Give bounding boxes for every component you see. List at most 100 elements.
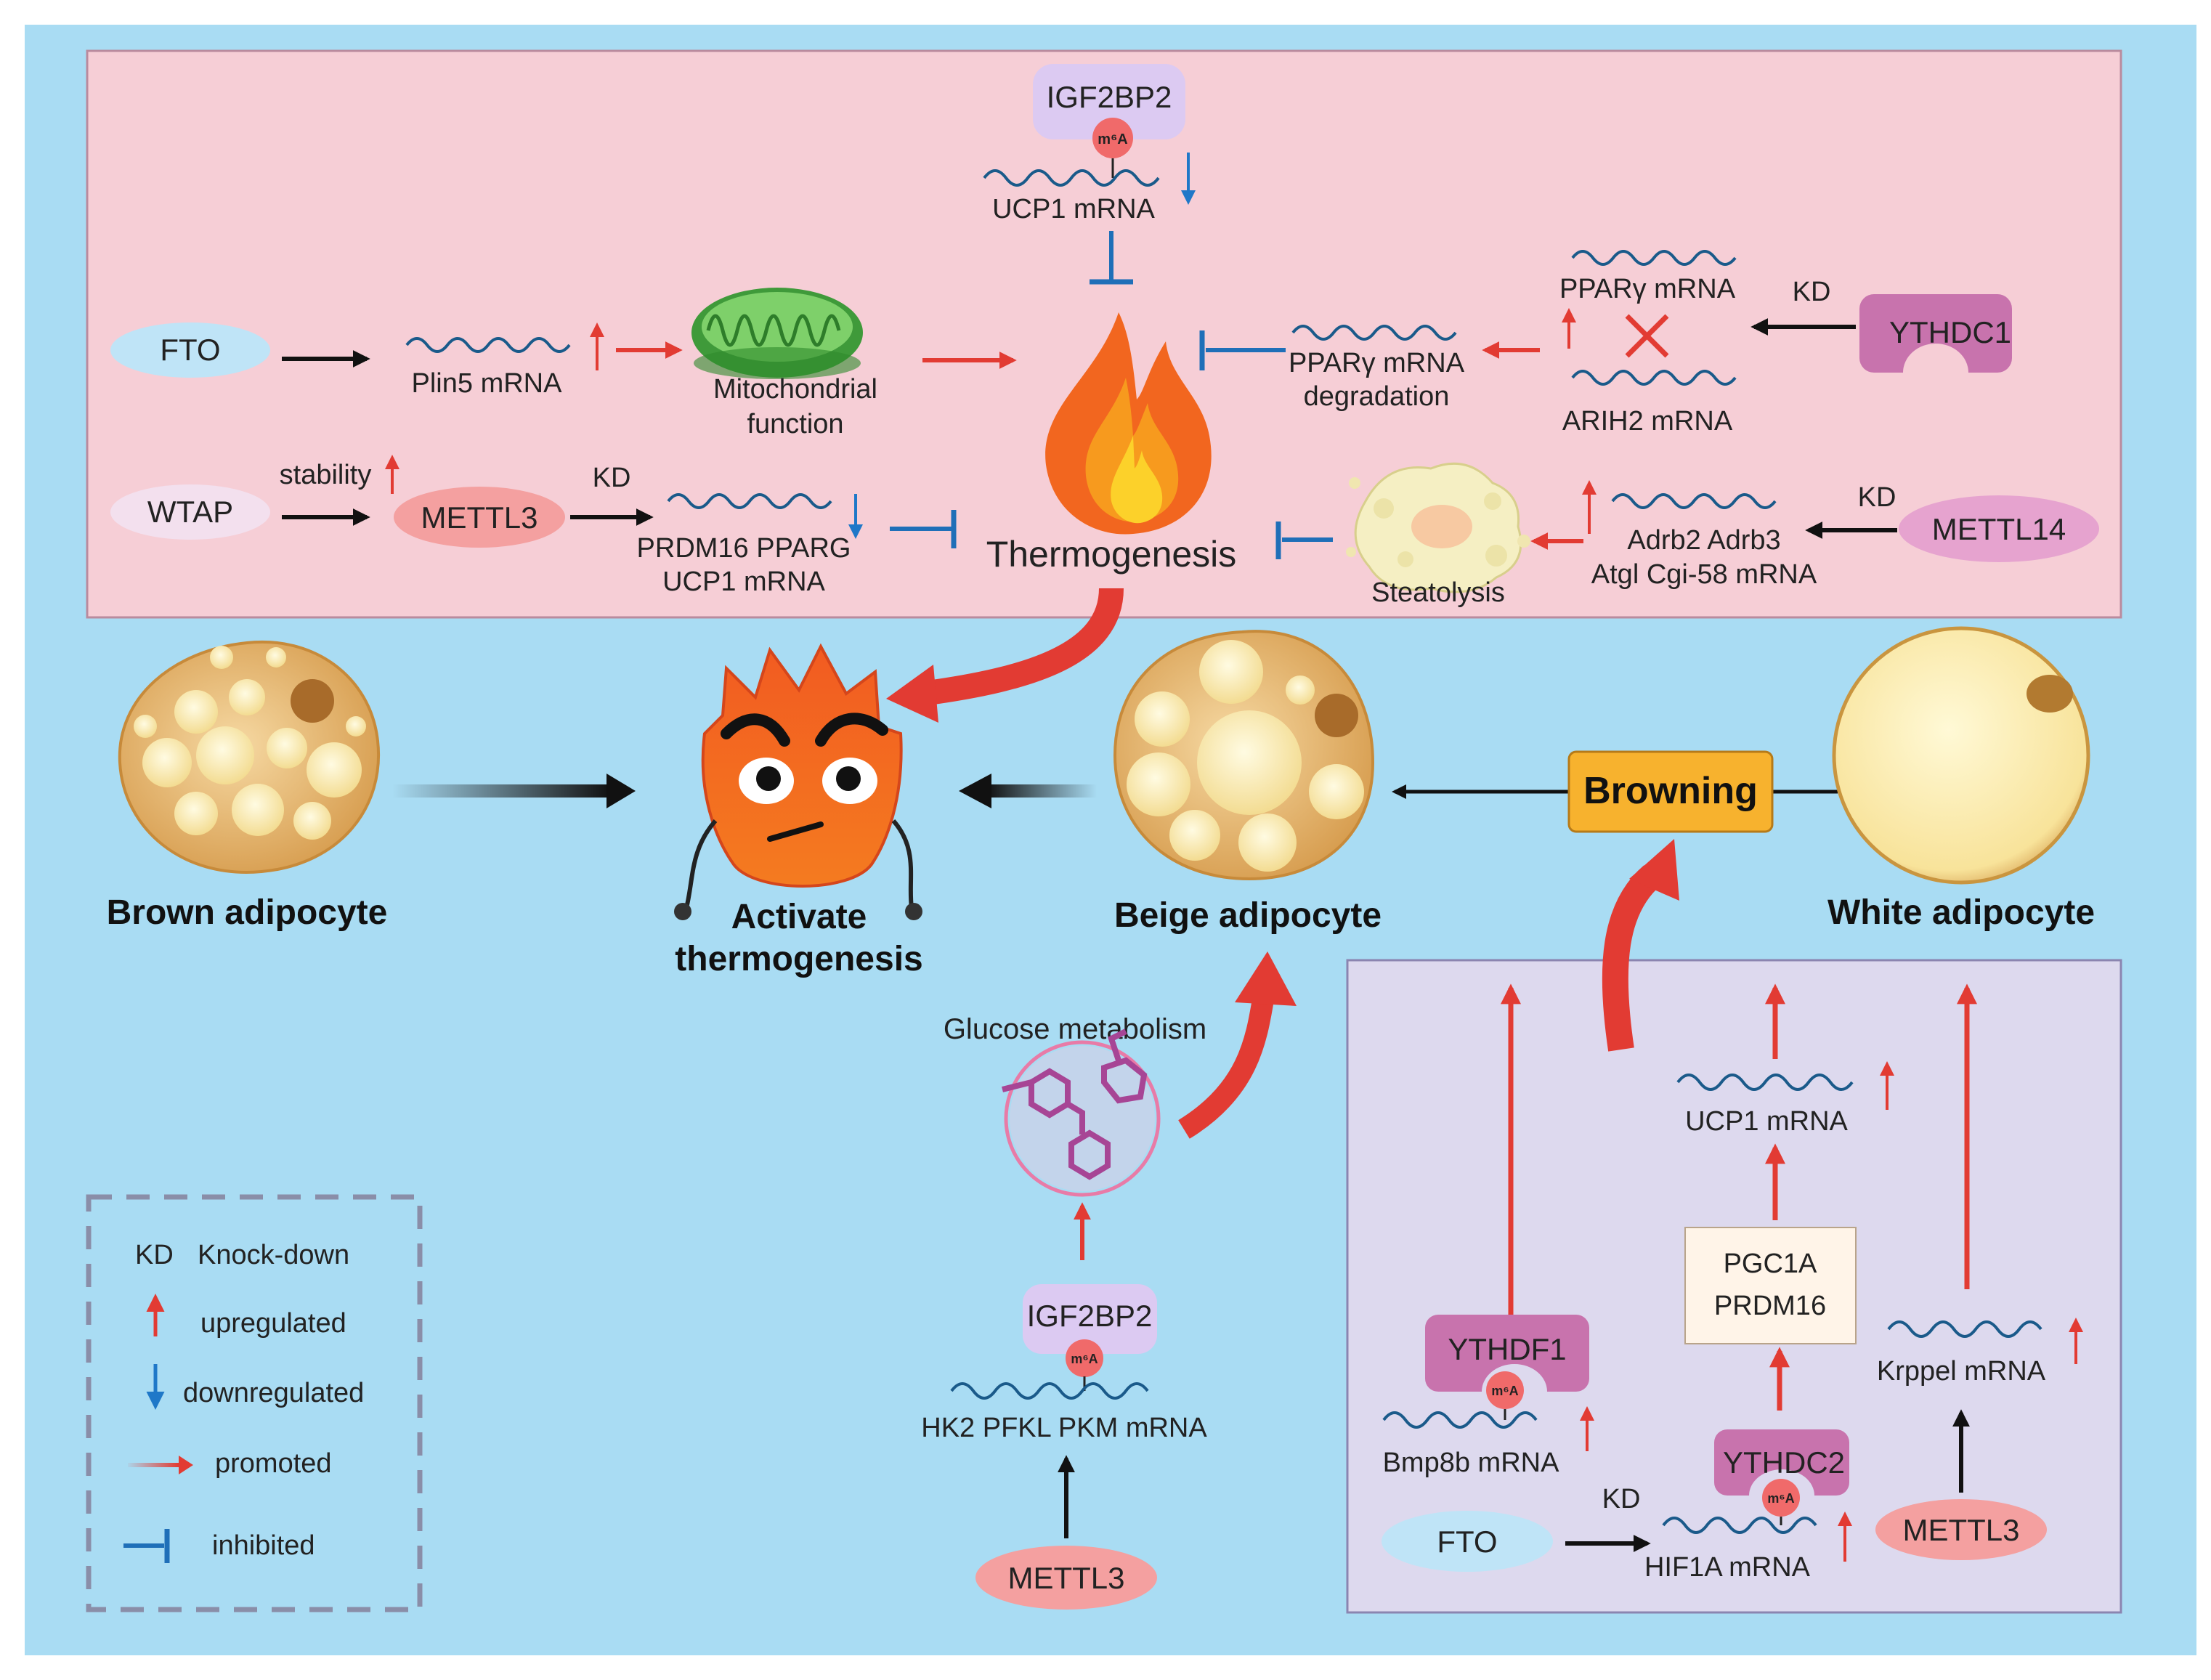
brown-adipocyte-icon <box>118 640 381 874</box>
m6a-badge-bottom <box>1066 1339 1103 1377</box>
plin5-mrna-label: Plin5 mRNA <box>412 368 563 399</box>
igf2bp2-node-bottom <box>1023 1284 1157 1354</box>
m6a-label-ythdf1: m⁶A <box>1491 1384 1518 1398</box>
prdm16-line2: UCP1 mRNA <box>662 567 825 597</box>
browning-curved-arrow <box>1602 865 1662 1052</box>
glucose-to-beige-arrowhead <box>1235 951 1297 1006</box>
bmp8b-mrna-wave <box>1382 1411 1538 1429</box>
pgc1a-label: PGC1A <box>1724 1249 1817 1279</box>
hif1a-mrna-wave <box>1662 1517 1817 1534</box>
m6a-badge-ythdc2 <box>1762 1479 1800 1517</box>
wtap-node <box>110 484 270 540</box>
pgc-box <box>1684 1227 1857 1344</box>
m6a-label: m⁶A <box>1098 131 1127 147</box>
adrb-line2: Atgl Cgi-58 mRNA <box>1591 559 1817 590</box>
legend-inhibited: inhibited <box>212 1530 315 1561</box>
m6a-badge-ythdf1 <box>1486 1371 1524 1409</box>
igf2bp2-label: IGF2BP2 <box>1047 80 1172 114</box>
fto-node-bottom <box>1382 1511 1553 1572</box>
pparg-degradation-line1: PPARγ mRNA <box>1289 348 1465 378</box>
prdm16-label-bottom: PRDM16 <box>1714 1291 1826 1321</box>
brown-to-face-arrow <box>392 784 610 798</box>
hk2-mrna-wave <box>950 1382 1149 1400</box>
hif1a-mrna-label: HIF1A mRNA <box>1644 1552 1811 1583</box>
mettl3-label-bottom: METTL3 <box>1007 1561 1124 1595</box>
mettl14-label: METTL14 <box>1932 512 2066 546</box>
lipid-droplet-icon <box>1346 462 1530 593</box>
glucose-molecule-icon <box>1002 1028 1161 1197</box>
fto-label-top: FTO <box>160 333 220 367</box>
prdm16-mrna-wave <box>667 493 832 509</box>
pparg-mrna-label: PPARγ mRNA <box>1559 274 1736 304</box>
white-adipocyte-label: White adipocyte <box>1827 893 2095 932</box>
cross-mark-icon <box>1625 314 1669 358</box>
pparg-mrna-wave <box>1571 250 1737 266</box>
browning-box <box>1567 750 1774 833</box>
brown-adipocyte-label: Brown adipocyte <box>107 893 388 932</box>
browning-label: Browning <box>1583 770 1758 812</box>
beige-adipocyte-icon <box>1113 630 1375 881</box>
legend-promoted-arrowhead <box>179 1456 193 1474</box>
activate-line1: Activate <box>731 898 867 936</box>
glucose-metabolism-label: Glucose metabolism <box>944 1013 1206 1045</box>
plin5-mrna-wave <box>405 337 571 353</box>
pparg-degradation-wave <box>1291 325 1457 341</box>
kd-fto-label: KD <box>1602 1484 1641 1514</box>
ucp1-mrna-wave-bottom <box>1676 1074 1854 1091</box>
beige-adipocyte-label: Beige adipocyte <box>1114 896 1382 935</box>
legend-kd-text: Knock-down <box>198 1240 349 1270</box>
fto-node-top <box>110 322 270 378</box>
mitochondrion-icon <box>691 288 863 379</box>
legend-downregulated: downregulated <box>183 1378 364 1408</box>
activate-thermogenesis-face-icon <box>674 643 922 920</box>
krppel-mrna-label: Krppel mRNA <box>1877 1356 2046 1387</box>
mettl3-node-top <box>394 487 565 548</box>
legend-promoted-arrow <box>128 1463 179 1467</box>
hk2-mrna-label: HK2 PFKL PKM mRNA <box>921 1413 1207 1443</box>
ythdf1-label: YTHDF1 <box>1448 1332 1566 1366</box>
m6a-label-ythdc2: m⁶A <box>1767 1491 1794 1506</box>
arih2-mrna-label: ARIH2 mRNA <box>1562 406 1733 437</box>
wtap-label: WTAP <box>147 495 233 529</box>
legend-promoted: promoted <box>215 1448 332 1479</box>
thermo-to-face-arrowhead <box>886 665 938 723</box>
igf2bp2-label-bottom: IGF2BP2 <box>1027 1299 1153 1333</box>
mettl14-node <box>1899 495 2099 562</box>
steatolysis-label: Steatolysis <box>1371 577 1505 608</box>
mito-function-line2: function <box>747 409 843 439</box>
ythdc1-label: YTHDC1 <box>1889 315 2011 349</box>
mito-function-line1: Mitochondrial <box>713 374 877 405</box>
legend-kd-abbr: KD <box>135 1240 174 1270</box>
mettl3-node-right <box>1875 1499 2047 1560</box>
kd-mettl14-label: KD <box>1858 482 1896 513</box>
m6a-badge <box>1092 118 1133 158</box>
m6a-label-bottom: m⁶A <box>1071 1352 1098 1366</box>
ucp1-mrna-wave <box>983 169 1160 187</box>
glucose-to-beige-arrow <box>1178 993 1275 1139</box>
beige-to-face-arrowhead <box>959 774 991 808</box>
white-adipocyte-icon <box>1832 626 2090 885</box>
fire-icon <box>1045 312 1212 535</box>
activate-line2: thermogenesis <box>675 940 922 978</box>
mettl3-label-right: METTL3 <box>1902 1513 2019 1547</box>
thermo-to-face-arrow <box>920 588 1124 706</box>
krppel-mrna-wave <box>1887 1320 2042 1338</box>
adrb-mrna-wave <box>1611 493 1777 509</box>
ythdc2-label: YTHDC2 <box>1723 1445 1845 1480</box>
ucp1-mrna-label: UCP1 mRNA <box>992 194 1155 224</box>
prdm16-line1: PRDM16 PPARG <box>637 533 851 564</box>
legend-upregulated: upregulated <box>200 1308 346 1339</box>
legend-box <box>86 1194 423 1612</box>
fto-label-bottom: FTO <box>1437 1525 1497 1559</box>
kd-mettl3-label: KD <box>593 463 631 493</box>
thermogenesis-label: Thermogenesis <box>986 534 1237 575</box>
beige-to-face-arrow <box>988 784 1097 798</box>
mettl3-node-bottom <box>975 1546 1157 1610</box>
ythdc1-node <box>1859 294 2012 373</box>
ucp1-mrna-label-bottom: UCP1 mRNA <box>1685 1106 1848 1137</box>
browning-curved-arrowhead <box>1629 839 1679 901</box>
bmp8b-mrna-label: Bmp8b mRNA <box>1383 1448 1559 1478</box>
stability-label: stability <box>280 460 372 490</box>
igf2bp2-node <box>1033 64 1185 139</box>
